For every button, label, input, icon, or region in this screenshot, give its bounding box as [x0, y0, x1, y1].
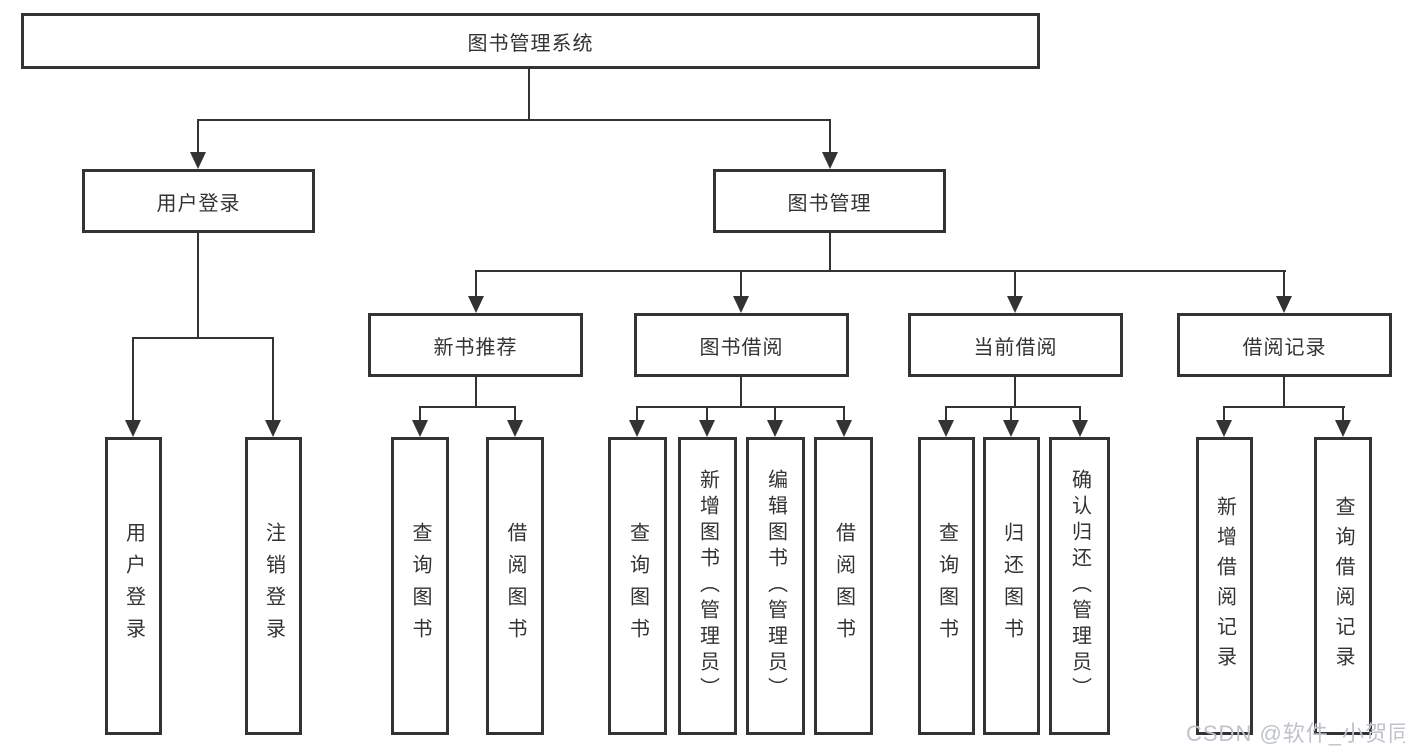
- leaf-logout-label: 注销登录: [262, 522, 285, 650]
- connector-stem-login-leaf: [132, 339, 134, 421]
- arrowhead-user-login: [190, 152, 206, 169]
- leaf-cb-query-books-label: 查询图书: [935, 522, 958, 650]
- leaf-br-add-record-label: 新增借阅记录: [1213, 496, 1236, 676]
- node-root-label: 图书管理系统: [467, 32, 594, 55]
- arrowhead-book-mgmt: [822, 152, 838, 169]
- leaf-cb-query-books: 查询图书: [918, 437, 975, 735]
- arrowhead-book-borrow: [733, 296, 749, 313]
- leaf-bb-borrow-books: 借阅图书: [814, 437, 873, 735]
- node-root: 图书管理系统: [21, 13, 1040, 69]
- watermark-text: CSDN @软件_小贺同学: [1186, 721, 1405, 746]
- connector-currentborrow-vline: [1014, 377, 1016, 407]
- connector-currentborrow-hline: [945, 406, 1081, 408]
- arrowhead-bb-add: [699, 420, 715, 437]
- connector-stem-current-borrow: [1014, 272, 1016, 297]
- node-new-books: 新书推荐: [368, 313, 583, 377]
- connector-bookborrow-vline: [740, 377, 742, 407]
- leaf-cb-return-books: 归还图书: [983, 437, 1040, 735]
- connector-stem-book-mgmt: [829, 121, 831, 153]
- connector-stem-br-add: [1223, 408, 1225, 421]
- connector-stem-bb-edit: [774, 408, 776, 421]
- connector-stem-br-query: [1342, 408, 1344, 421]
- arrowhead-new-books: [468, 296, 484, 313]
- leaf-nb-query-books: 查询图书: [391, 437, 449, 735]
- arrowhead-login-leaf: [125, 420, 141, 437]
- arrowhead-current-borrow: [1007, 296, 1023, 313]
- arrowhead-borrow-records: [1276, 296, 1292, 313]
- leaf-bb-edit-books-admin: 编辑图书（管理员）: [746, 437, 805, 735]
- leaf-logout: 注销登录: [245, 437, 302, 735]
- connector-stem-cb-query: [945, 408, 947, 421]
- connector-stem-nb-query: [419, 408, 421, 421]
- arrowhead-bb-edit: [767, 420, 783, 437]
- leaf-bb-add-books-admin-label: 新增图书（管理员）: [696, 469, 719, 703]
- node-borrow-records: 借阅记录: [1177, 313, 1392, 377]
- arrowhead-br-add: [1216, 420, 1232, 437]
- node-user-login-label: 用户登录: [156, 192, 241, 215]
- leaf-user-login-label: 用户登录: [122, 522, 145, 650]
- connector-stem-nb-borrow: [514, 408, 516, 421]
- node-current-borrow: 当前借阅: [908, 313, 1123, 377]
- connector-stem-logout-leaf: [272, 339, 274, 421]
- connector-stem-new-books: [475, 272, 477, 297]
- leaf-nb-borrow-books-label: 借阅图书: [504, 522, 526, 650]
- arrowhead-logout-leaf: [265, 420, 281, 437]
- arrowhead-bb-borrow: [836, 420, 852, 437]
- node-borrow-records-label: 借阅记录: [1242, 336, 1327, 359]
- connector-root-hline: [197, 119, 831, 121]
- connector-stem-bb-borrow: [843, 408, 845, 421]
- leaf-br-query-record: 查询借阅记录: [1314, 437, 1372, 735]
- connector-stem-cb-confirm: [1079, 408, 1081, 421]
- leaf-br-query-record-label: 查询借阅记录: [1332, 496, 1354, 676]
- connector-borrowrecords-hline: [1223, 406, 1345, 408]
- arrowhead-bb-query: [629, 420, 645, 437]
- leaf-bb-edit-books-admin-label: 编辑图书（管理员）: [764, 469, 787, 703]
- node-book-borrow-label: 图书借阅: [699, 336, 784, 359]
- node-book-borrow: 图书借阅: [634, 313, 849, 377]
- connector-stem-cb-return: [1010, 408, 1012, 421]
- connector-root-vline: [528, 69, 530, 120]
- leaf-bb-query-books: 查询图书: [608, 437, 667, 735]
- connector-borrowrecords-vline: [1283, 377, 1285, 407]
- connector-bookmgmt-hline: [475, 270, 1286, 272]
- leaf-nb-query-books-label: 查询图书: [409, 522, 431, 650]
- node-user-login: 用户登录: [82, 169, 315, 233]
- arrowhead-cb-query: [938, 420, 954, 437]
- node-new-books-label: 新书推荐: [433, 336, 518, 359]
- connector-stem-bb-query: [636, 408, 638, 421]
- leaf-bb-borrow-books-label: 借阅图书: [832, 522, 855, 650]
- connector-stem-borrow-records: [1283, 272, 1285, 297]
- leaf-nb-borrow-books: 借阅图书: [486, 437, 544, 735]
- arrowhead-cb-return: [1003, 420, 1019, 437]
- node-current-borrow-label: 当前借阅: [973, 336, 1058, 359]
- arrowhead-nb-borrow: [507, 420, 523, 437]
- connector-bookmgmt-vline: [829, 233, 831, 271]
- arrowhead-nb-query: [412, 420, 428, 437]
- arrowhead-cb-confirm: [1072, 420, 1088, 437]
- connector-bookborrow-hline: [636, 406, 845, 408]
- leaf-br-add-record: 新增借阅记录: [1196, 437, 1253, 735]
- connector-stem-bb-add: [706, 408, 708, 421]
- connector-userlogin-vline: [197, 233, 199, 338]
- leaf-bb-add-books-admin: 新增图书（管理员）: [678, 437, 737, 735]
- connector-stem-user-login: [197, 121, 199, 153]
- connector-stem-book-borrow: [740, 272, 742, 297]
- leaf-bb-query-books-label: 查询图书: [626, 522, 649, 650]
- leaf-cb-return-books-label: 归还图书: [1000, 522, 1023, 650]
- leaf-cb-confirm-return-admin-label: 确认归还（管理员）: [1068, 469, 1091, 703]
- node-book-mgmt: 图书管理: [713, 169, 946, 233]
- arrowhead-br-query: [1335, 420, 1351, 437]
- leaf-user-login: 用户登录: [105, 437, 162, 735]
- leaf-cb-confirm-return-admin: 确认归还（管理员）: [1049, 437, 1110, 735]
- node-book-mgmt-label: 图书管理: [787, 192, 872, 215]
- connector-newbooks-hline: [419, 406, 516, 408]
- connector-userlogin-hline: [132, 337, 274, 339]
- connector-newbooks-vline: [475, 377, 477, 407]
